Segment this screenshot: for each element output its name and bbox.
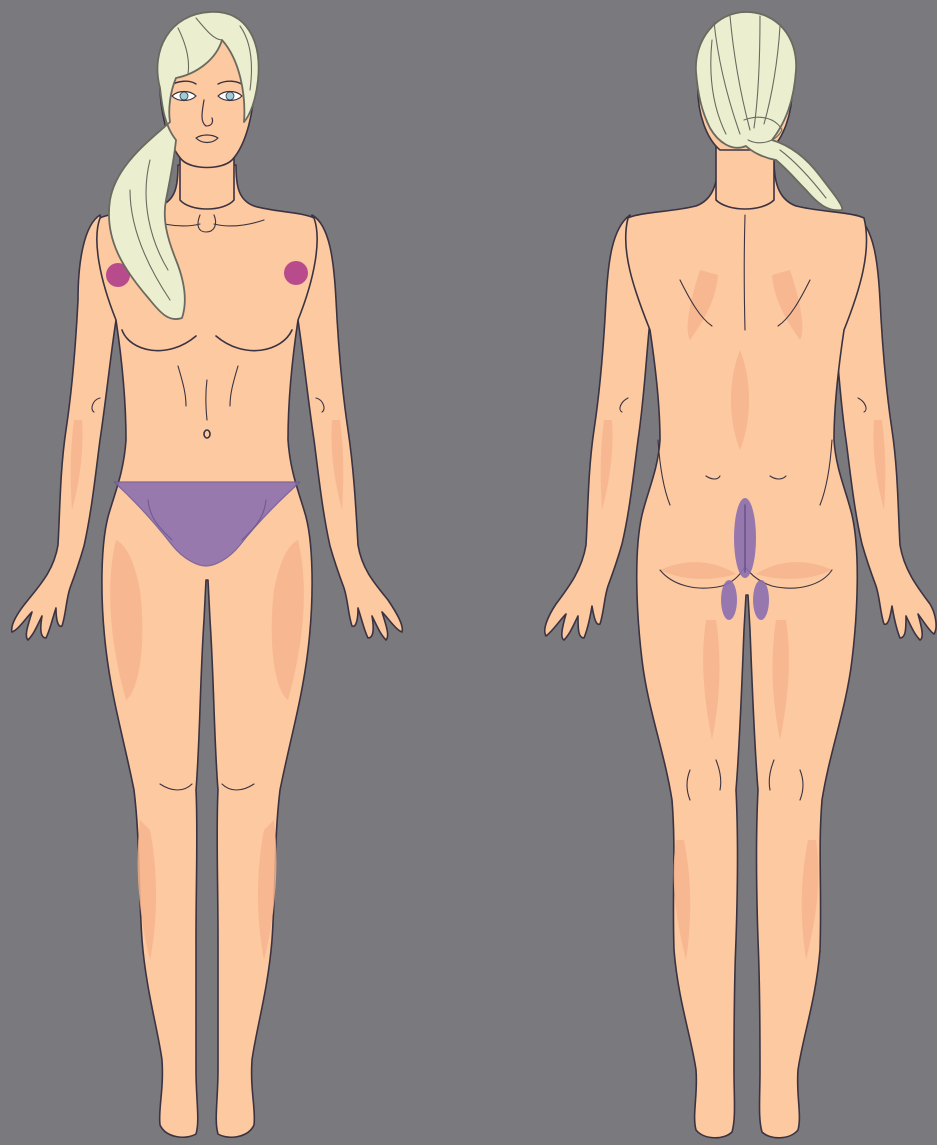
- back-left-inner-thigh-zone: [721, 580, 737, 620]
- front-right-areola-zone: [284, 261, 308, 285]
- back-right-inner-thigh-zone: [753, 580, 769, 620]
